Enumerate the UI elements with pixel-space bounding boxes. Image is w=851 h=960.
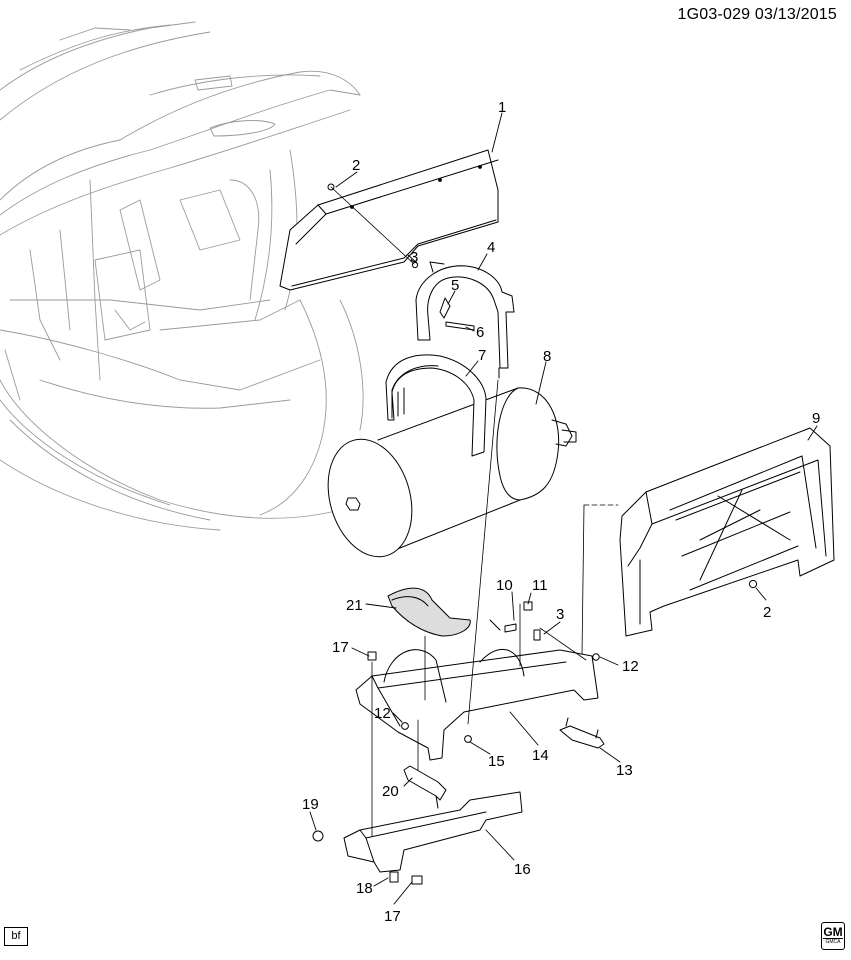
part-5-pin — [439, 297, 451, 319]
callout-18: 18 — [356, 880, 373, 897]
part-4-tank-strap — [415, 261, 515, 379]
part-9-heat-shield — [619, 427, 835, 637]
callout-10: 10 — [496, 577, 513, 594]
document-id: 1G03-029 03/13/2015 — [677, 6, 837, 23]
callout-15: 15 — [488, 753, 505, 770]
gm-logo: GM GMCA — [821, 922, 845, 950]
callout-17-bottom: 17 — [384, 908, 401, 925]
vehicle-trunk-outline — [0, 21, 364, 531]
callout-3-top: 3 — [410, 249, 418, 266]
part-20-clip — [403, 765, 447, 809]
callout-1: 1 — [498, 99, 506, 116]
callout-21: 21 — [346, 597, 363, 614]
author-tag: bf — [4, 927, 28, 946]
callout-8: 8 — [543, 348, 551, 365]
callout-6: 6 — [476, 324, 484, 341]
alignment-lines — [330, 186, 619, 837]
fasteners — [312, 183, 758, 885]
gm-logo-subtext: GMCA — [825, 939, 841, 945]
callout-5: 5 — [451, 277, 459, 294]
part-21-insulator-pad — [387, 587, 471, 637]
callout-19: 19 — [302, 796, 319, 813]
part-16-crossmember — [343, 791, 523, 873]
callout-labels: 1 2 3 4 5 6 7 8 9 2 21 10 11 3 17 12 12 … — [302, 99, 820, 925]
callout-17-top: 17 — [332, 639, 349, 656]
gm-logo-text: GM — [823, 925, 843, 939]
callout-16: 16 — [514, 861, 531, 878]
callout-9: 9 — [812, 410, 820, 427]
part-8-fuel-tank — [327, 387, 577, 558]
part-14-tank-bracket — [355, 619, 599, 761]
part-7-tank-band — [385, 354, 487, 457]
callout-11: 11 — [532, 577, 548, 594]
part-13-clip — [559, 717, 605, 749]
callout-2-right: 2 — [763, 604, 771, 621]
callout-7: 7 — [478, 347, 486, 364]
leader-lines — [309, 112, 818, 905]
callout-20: 20 — [382, 783, 399, 800]
callout-13: 13 — [616, 762, 633, 779]
callout-12-right: 12 — [622, 658, 639, 675]
callout-14: 14 — [532, 747, 549, 764]
callout-4: 4 — [487, 239, 495, 256]
callout-3-mid: 3 — [556, 606, 564, 623]
callout-12-left: 12 — [374, 705, 391, 722]
callout-2-top: 2 — [352, 157, 360, 174]
